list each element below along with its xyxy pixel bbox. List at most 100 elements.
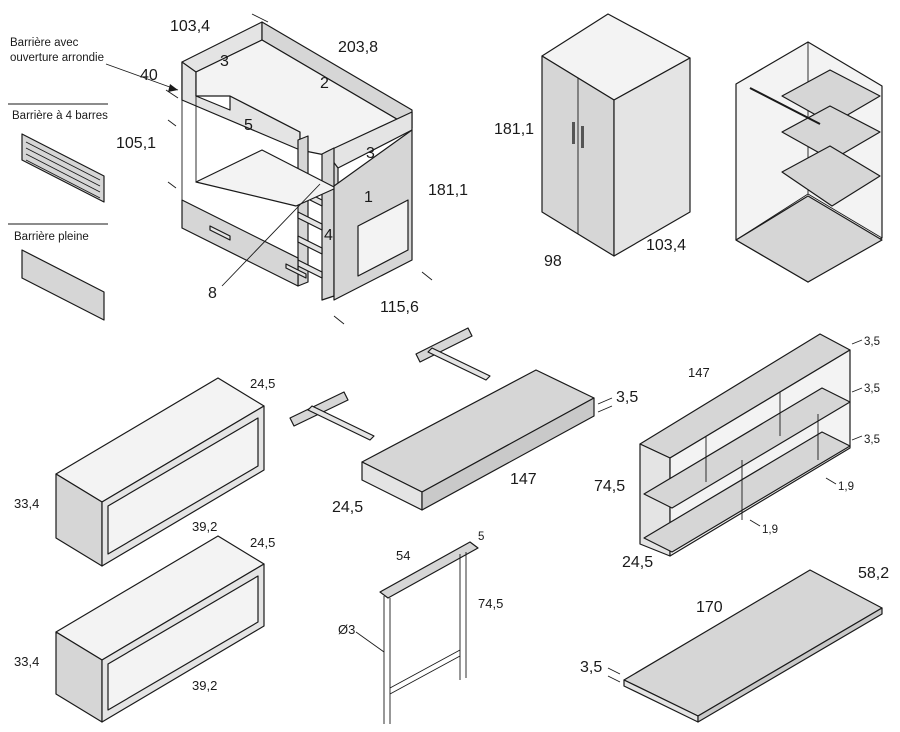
part-number-3-back: 3 [220, 53, 229, 70]
drawer-handle-left [209, 225, 231, 241]
desk-leg-crossbar [389, 649, 461, 689]
bookcase-tick-side [825, 477, 837, 485]
barrier-leader-arrowhead [168, 84, 178, 92]
part-number-5: 5 [244, 117, 253, 134]
box-top-dim-depth: 24,5 [250, 376, 275, 391]
wardrobe-dim-depth: 103,4 [646, 237, 686, 254]
part-number-8: 8 [208, 285, 217, 302]
desk-leg-dim-diameter: Ø3 [338, 622, 355, 637]
wardrobe-dim-height: 181,1 [494, 121, 534, 138]
wall-shelf-edge-front [421, 397, 595, 511]
bracket-1-arm [427, 347, 491, 381]
barrier-leader-arrow [105, 63, 179, 91]
bunk-bed-drawer-front [181, 199, 299, 287]
bookcase-dim-shelf-t2: 3,5 [864, 383, 880, 395]
bookcase-dim-length: 147 [688, 365, 710, 380]
barrier-four-bars-drawing [21, 133, 105, 203]
bookcase-mid-shelf [643, 387, 851, 509]
part-number-4: 4 [324, 227, 333, 244]
box-bottom-opening [107, 575, 259, 711]
desk-top-dim-depth: 58,2 [858, 565, 889, 582]
dim-tick-top [251, 13, 269, 23]
desk-top-tick-1 [607, 667, 621, 675]
part-8-leader [221, 183, 321, 287]
bracket-2 [289, 391, 375, 441]
barrier-solid-drawing [21, 249, 105, 321]
ladder-step-3 [297, 235, 323, 255]
bunk-bed-drawing: 103,4 203,8 40 105,1 181,1 115,6 1 2 3 3… [105, 13, 468, 325]
box-top-dim-width: 39,2 [192, 519, 217, 534]
ladder-step-2 [297, 211, 323, 231]
bookcase-bottom-shelf [643, 431, 851, 553]
wall-shelf-dim-thickness: 3,5 [616, 389, 638, 406]
wardrobe-interior-drawing [735, 41, 883, 283]
desk-top-edge-front [697, 607, 883, 723]
bracket-2-arm [307, 405, 375, 441]
bookcase-tick-1 [851, 339, 863, 345]
dim-tick-105b [167, 181, 177, 189]
desk-top-dim-thickness: 3,5 [580, 659, 602, 676]
interior-hanging-rail [749, 87, 821, 125]
interior-floor-edge-2 [807, 193, 883, 239]
bed-dim-length: 203,8 [338, 39, 378, 56]
four-bars-frame [21, 133, 105, 203]
bed-dim-depth: 103,4 [170, 18, 210, 35]
desk-top: 170 58,2 3,5 [580, 565, 889, 723]
four-bars-bar-3 [25, 153, 101, 193]
desk-leg-diameter-leader [355, 631, 385, 653]
box-bottom-dim-height: 33,4 [14, 654, 39, 669]
ladder-post-right [321, 147, 335, 301]
bookcase-tick-2 [851, 387, 863, 393]
wardrobe-drawing: 181,1 98 103,4 [494, 13, 691, 270]
bed-dim-height: 181,1 [428, 182, 468, 199]
desk-top-dim-length: 170 [696, 599, 723, 616]
drawer-handle-right [285, 263, 307, 279]
bookcase-dim-shelf-t1: 3,5 [864, 336, 880, 348]
desk-leg-crossbar-b [389, 655, 461, 695]
wardrobe-handle-left [572, 122, 575, 144]
four-bars-bar-2 [25, 147, 101, 187]
wall-shelf-dim-depth: 24,5 [332, 499, 363, 516]
four-bars-bar-1 [25, 141, 101, 181]
desk-top-surface [623, 569, 883, 717]
desk-leg-dim-thickness: 5 [478, 531, 484, 543]
part-number-3-side: 3 [366, 145, 375, 162]
part-number-1: 1 [364, 189, 373, 206]
bunk-bed-lower-mattress [195, 149, 337, 207]
bunk-bed-end-opening [357, 199, 409, 277]
desk-leg-dim-height: 74,5 [478, 596, 503, 611]
barrier-rounded-label-line1: Barrière avec [10, 37, 79, 49]
bookcase: 147 74,5 24,5 3,5 3,5 3,5 1,9 1,9 [594, 333, 880, 571]
bookcase-dim-side-t: 1,9 [838, 481, 854, 493]
dim-tick-181 [421, 271, 433, 281]
box-bottom-dim-depth: 24,5 [250, 535, 275, 550]
wall-shelf-dim-length: 147 [510, 471, 537, 488]
barrier-legend: Barrière avec ouverture arrondie Barrièr… [8, 37, 108, 321]
barrier-four-bars-label: Barrière à 4 barres [12, 110, 108, 122]
bookcase-dim-height: 74,5 [594, 478, 625, 495]
bookcase-dim-depth: 24,5 [622, 554, 653, 571]
dim-tick-115 [333, 315, 345, 325]
barrier-rounded-label-line2: ouverture arrondie [10, 52, 104, 64]
shelf-box-top: 24,5 33,4 39,2 [14, 376, 275, 567]
wall-shelf-tick-1 [597, 397, 613, 405]
bookcase-tick-mid [749, 519, 761, 527]
bookcase-tick-3 [851, 435, 863, 441]
interior-floor [735, 195, 883, 283]
bed-dim-barrier-height: 40 [140, 67, 158, 84]
part-number-2: 2 [320, 75, 329, 92]
desk-leg-dim-width: 54 [396, 548, 410, 563]
box-top-opening [107, 417, 259, 555]
bookcase-dim-mid-t: 1,9 [762, 524, 778, 536]
dim-tick-105 [167, 119, 177, 127]
interior-shelf-3 [781, 145, 881, 207]
box-bottom-dim-width: 39,2 [192, 678, 217, 693]
wardrobe-side [613, 57, 691, 257]
dim-tick-40 [165, 89, 179, 99]
four-bars-bar-4 [25, 159, 101, 199]
barrier-solid-label: Barrière pleine [14, 231, 89, 243]
interior-shelf-2 [781, 105, 881, 161]
bookcase-dim-shelf-t3: 3,5 [864, 434, 880, 446]
wall-shelf-tick-2 [597, 405, 613, 413]
